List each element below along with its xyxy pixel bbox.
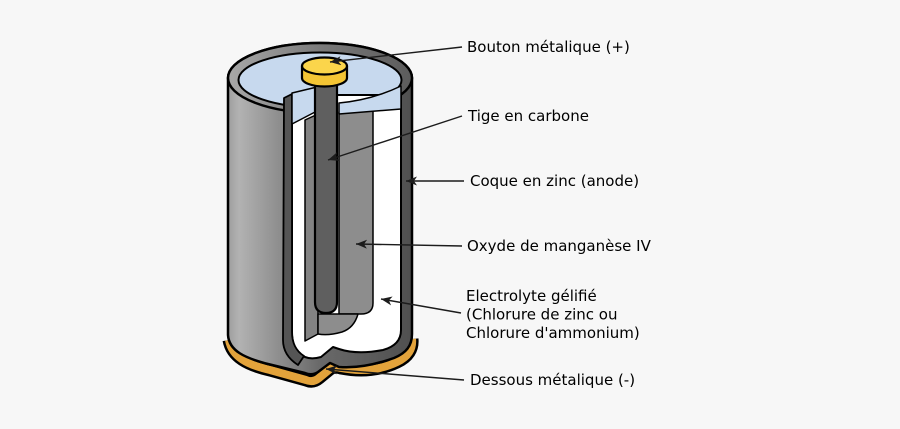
label-metal-bottom: Dessous métalique (-) xyxy=(470,371,635,389)
leader-rod xyxy=(327,115,463,161)
label-electrolyte-line1: Electrolyte gélifié xyxy=(466,287,597,305)
metal-button-top xyxy=(300,56,349,76)
manganese-oxide-right-face xyxy=(338,109,374,315)
leader-electrolyte xyxy=(380,296,462,314)
leader-bottom xyxy=(325,365,465,381)
carbon-rod xyxy=(313,82,339,315)
leader-button xyxy=(329,46,463,66)
label-manganese-oxide: Oxyde de manganèse IV xyxy=(467,237,652,255)
leader-oxide xyxy=(355,239,463,249)
manganese-oxide-bottom-ledge xyxy=(317,313,359,336)
label-zinc-shell: Coque en zinc (anode) xyxy=(470,172,639,190)
label-electrolyte-line2: (Chlorure de zinc ou xyxy=(466,306,617,324)
label-electrolyte-line3: Chlorure d'ammonium) xyxy=(466,324,640,342)
seal-cross-section-right xyxy=(338,85,402,115)
label-carbon-rod: Tige en carbone xyxy=(467,107,589,125)
label-metal-button: Bouton métalique (+) xyxy=(467,38,630,56)
shell-cut-edge xyxy=(282,93,305,366)
